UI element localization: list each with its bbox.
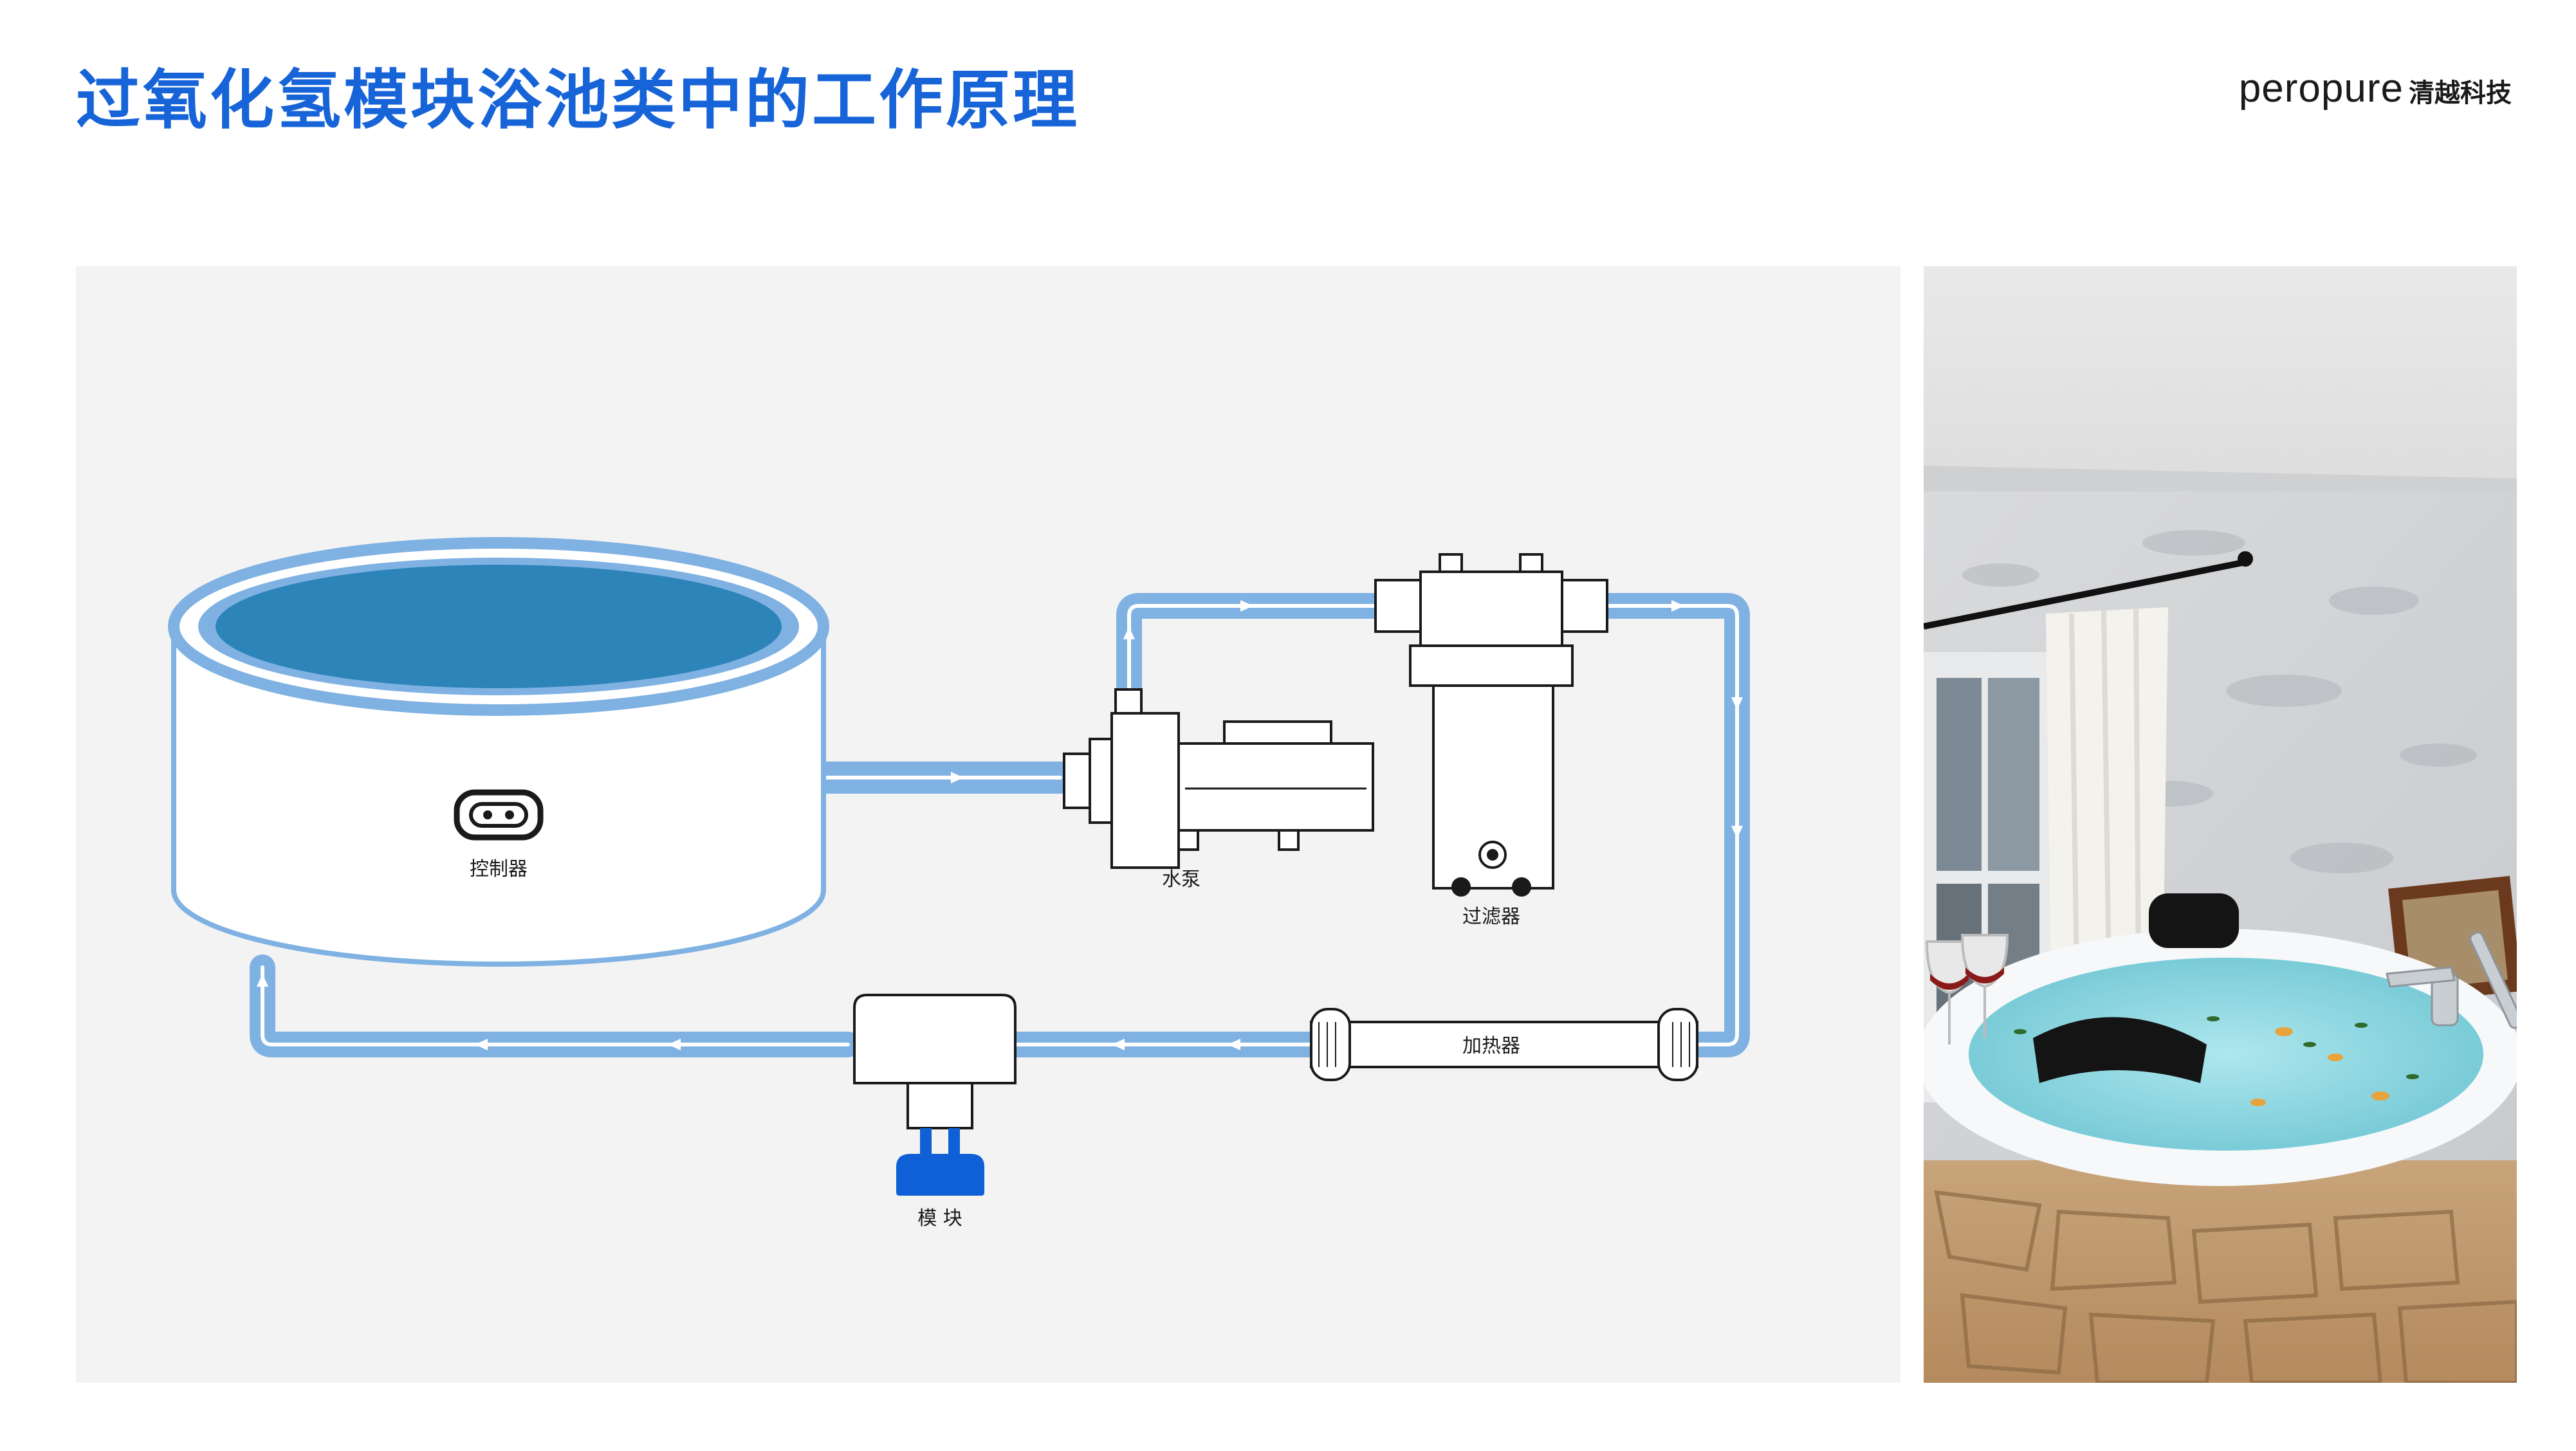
flow-arrow <box>257 974 268 987</box>
flow-arrow <box>1671 600 1684 612</box>
spa-tub <box>168 537 829 967</box>
flow-arrow <box>1240 600 1253 612</box>
pipe-network <box>250 593 1750 1057</box>
bathtub-image <box>1924 266 2517 1383</box>
flow-arrow <box>951 772 964 783</box>
pipe-module-to-tub <box>250 954 861 1057</box>
pipe-pump-to-filter <box>1116 593 1392 704</box>
flow-arrow <box>1112 1039 1125 1050</box>
pump-label: 水泵 <box>1162 868 1201 891</box>
page-title: 过氧化氢模块浴池类中的工作原理 <box>76 62 1080 138</box>
controller-icon <box>454 789 544 841</box>
filter-label: 过滤器 <box>1462 906 1520 928</box>
tub-water <box>216 565 782 688</box>
water-pump <box>1063 688 1374 869</box>
flow-arrow <box>668 1039 681 1050</box>
heater-label: 加热器 <box>1462 1035 1520 1057</box>
module-label: 模 块 <box>917 1207 962 1230</box>
h2o2-module <box>853 994 1017 1196</box>
brand-name: peropure <box>2238 66 2404 111</box>
bathtub-photo <box>1924 266 2517 1383</box>
pipe-filter-to-heater <box>1594 593 1750 1057</box>
flow-arrow <box>1123 626 1135 639</box>
diagram-panel: 控制器 水泵 过滤器 <box>76 266 1900 1383</box>
flow-arrow <box>1731 826 1743 839</box>
water-filter <box>1374 553 1608 897</box>
flow-arrow <box>1731 697 1743 710</box>
circulation-diagram: 控制器 水泵 过滤器 <box>168 537 1750 1230</box>
controller-label: 控制器 <box>470 858 528 881</box>
flow-arrows <box>257 600 1743 1050</box>
flow-arrow <box>475 1039 488 1050</box>
brand-cn-name: 清越科技 <box>2409 78 2512 108</box>
heater <box>1310 1008 1698 1081</box>
brand-logo: peropure 清越科技 <box>2239 66 2512 111</box>
flow-arrow <box>1228 1039 1240 1050</box>
